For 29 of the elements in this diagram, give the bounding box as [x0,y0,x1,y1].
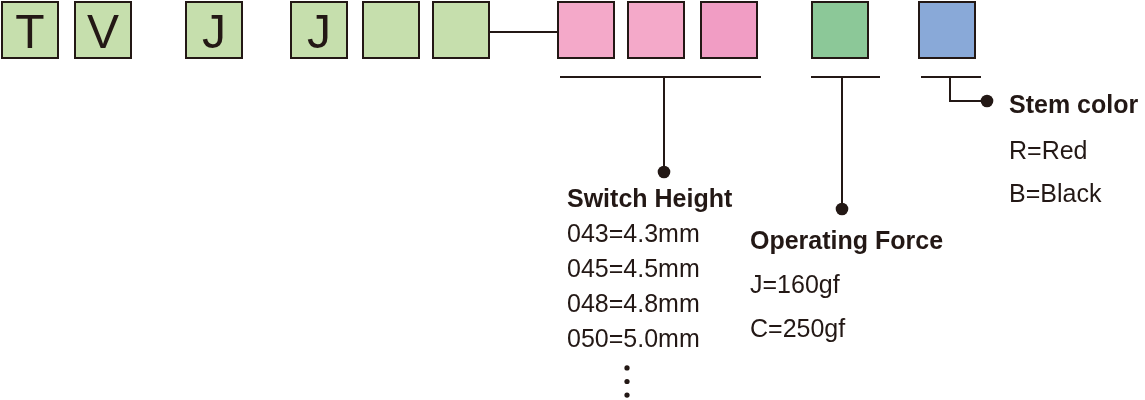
bracket-line [921,76,981,78]
option-value: 050=5.0mm [567,323,700,354]
option-heading: Stem color [1009,89,1139,119]
option-value: B=Black [1009,178,1102,209]
option-heading: Operating Force [750,225,944,255]
leader-line [835,77,849,216]
leader-line [657,77,671,179]
option-value: R=Red [1009,135,1088,166]
code-slot-box [700,1,758,59]
option-value: 045=4.5mm [567,253,700,284]
option-value: J=160gf [750,269,840,300]
code-slot-box [362,1,420,59]
option-value: 043=4.3mm [567,218,700,249]
code-letter-box: J [185,1,243,59]
code-slot-box [432,1,490,59]
code-letter-box: J [290,1,348,59]
leader-line [949,77,994,108]
code-letter-box: T [1,1,59,59]
code-slot-box [811,1,869,59]
code-letter-box: V [74,1,132,59]
code-slot-box [627,1,685,59]
code-slot-box [918,1,976,59]
option-value: 048=4.8mm [567,288,700,319]
bracket-line [811,76,880,78]
bracket-line [560,76,761,78]
connector-line [489,31,558,33]
option-heading: Switch Height [567,183,733,213]
option-value: C=250gf [750,313,846,344]
code-slot-box [557,1,615,59]
